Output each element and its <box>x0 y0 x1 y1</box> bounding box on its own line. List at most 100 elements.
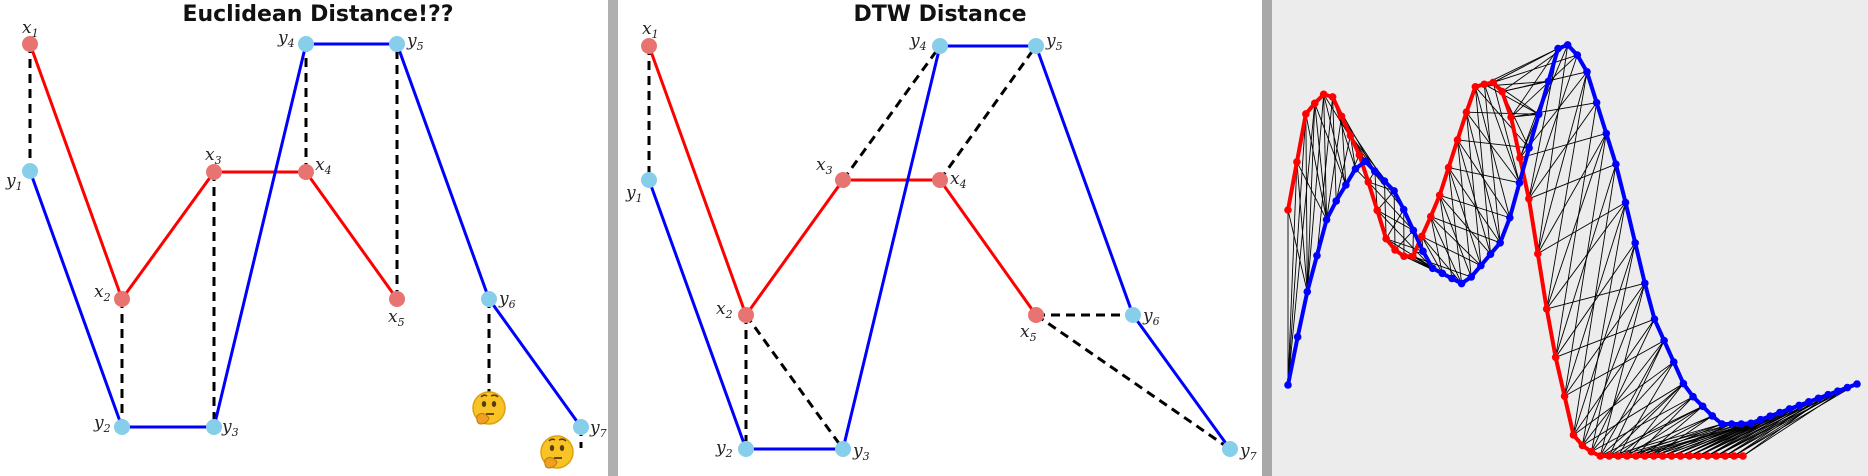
warp-link <box>1493 54 1578 83</box>
series-x-marker <box>932 172 948 188</box>
warp-marker-x <box>1658 452 1667 460</box>
warp-link <box>1519 133 1607 159</box>
warp-link <box>1581 202 1626 446</box>
warp-marker-y <box>1650 315 1659 323</box>
warp-link <box>1483 84 1520 183</box>
point-label: y5 <box>1045 31 1063 53</box>
warp-link <box>1335 135 1351 202</box>
warp-marker-y <box>1496 238 1504 247</box>
warp-link <box>1635 415 1713 457</box>
warp-marker-y <box>1573 51 1582 59</box>
warp-link <box>1368 181 1395 192</box>
warp-marker-y <box>1843 383 1852 392</box>
warp-marker-y <box>1457 279 1466 288</box>
series-y-marker <box>738 441 754 457</box>
warp-marker-y <box>1486 250 1495 258</box>
warp-marker-x <box>1391 246 1399 254</box>
warp-link <box>1466 111 1539 115</box>
warp-link <box>1537 202 1626 255</box>
warp-marker-y <box>1795 401 1803 410</box>
warp-marker-x <box>1293 158 1301 166</box>
warp-marker-y <box>1313 251 1321 260</box>
warp-link <box>1484 83 1539 115</box>
warp-link <box>1421 236 1443 274</box>
series-y-marker <box>932 38 948 54</box>
warp-marker-x <box>1551 353 1560 362</box>
warp-marker-x <box>1730 452 1738 460</box>
warp-marker-x <box>1346 131 1355 140</box>
warp-link <box>1439 194 1510 219</box>
warp-marker-y <box>1361 157 1369 166</box>
warp-link <box>1581 283 1646 446</box>
warp-link <box>1537 133 1607 254</box>
warp-marker-x <box>1418 232 1426 241</box>
warp-marker-y <box>1621 198 1630 207</box>
warp-link <box>1287 103 1316 386</box>
warp-link <box>1306 103 1316 292</box>
series-x-marker <box>641 38 657 54</box>
warp-marker-x <box>1721 452 1729 460</box>
warp-marker-y <box>1737 420 1746 428</box>
warp-link <box>1502 71 1588 93</box>
warp-link <box>1430 216 1501 244</box>
warp-marker-y <box>1303 287 1312 296</box>
warp-link <box>1314 103 1347 186</box>
alignment-links <box>28 44 583 448</box>
warp-link <box>1724 387 1848 457</box>
warp-link <box>1537 44 1569 254</box>
point-label: y4 <box>277 28 295 50</box>
warp-marker-y <box>1534 110 1543 119</box>
warp-marker-y <box>1776 408 1784 417</box>
warp-curve-x <box>1286 80 1743 458</box>
warp-marker-x <box>1498 87 1506 96</box>
warp-link <box>1599 283 1646 457</box>
alignment-link <box>841 45 942 181</box>
warp-marker-y <box>1351 164 1360 173</box>
series-x-marker <box>298 164 314 180</box>
warp-link <box>1733 390 1838 457</box>
warp-marker-x <box>1328 93 1337 101</box>
warp-link <box>1492 48 1559 83</box>
warp-marker-x <box>1712 452 1721 460</box>
alignment-links <box>647 45 1231 451</box>
warp-marker-x <box>1471 82 1480 91</box>
warp-link <box>1644 405 1703 457</box>
series-markers <box>22 36 589 435</box>
warp-link <box>1305 113 1328 220</box>
warp-marker-x <box>1364 178 1373 186</box>
warp-marker-x <box>1382 234 1390 243</box>
warp-link <box>1326 116 1342 220</box>
warp-link <box>1546 133 1607 310</box>
warp-marker-y <box>1612 160 1620 169</box>
warp-link <box>1599 383 1684 457</box>
series-y-marker <box>573 419 589 435</box>
warp-link <box>1626 383 1684 457</box>
panel-warp <box>1284 41 1861 460</box>
warp-link <box>1590 318 1655 452</box>
panel-divider <box>608 0 618 476</box>
warp-link <box>1528 48 1559 199</box>
point-label: y1 <box>625 183 643 205</box>
point-label: x1 <box>22 18 39 40</box>
panel-dtw-background <box>618 0 1262 476</box>
warp-marker-y <box>1756 415 1765 424</box>
warp-link <box>1323 94 1328 220</box>
warp-link <box>1448 167 1463 284</box>
warp-link <box>1465 112 1482 266</box>
warp-marker-y <box>1747 419 1755 428</box>
series-y-marker <box>1028 38 1044 54</box>
warp-marker-y <box>1660 336 1668 345</box>
warp-marker-y <box>1428 264 1437 273</box>
warp-link <box>1376 190 1395 211</box>
series-x-marker <box>206 164 222 180</box>
warp-marker-y <box>1853 380 1861 388</box>
series-x-marker <box>738 307 754 323</box>
warp-link <box>1430 216 1463 284</box>
warp-marker-x <box>1649 452 1658 460</box>
icons <box>472 391 574 469</box>
